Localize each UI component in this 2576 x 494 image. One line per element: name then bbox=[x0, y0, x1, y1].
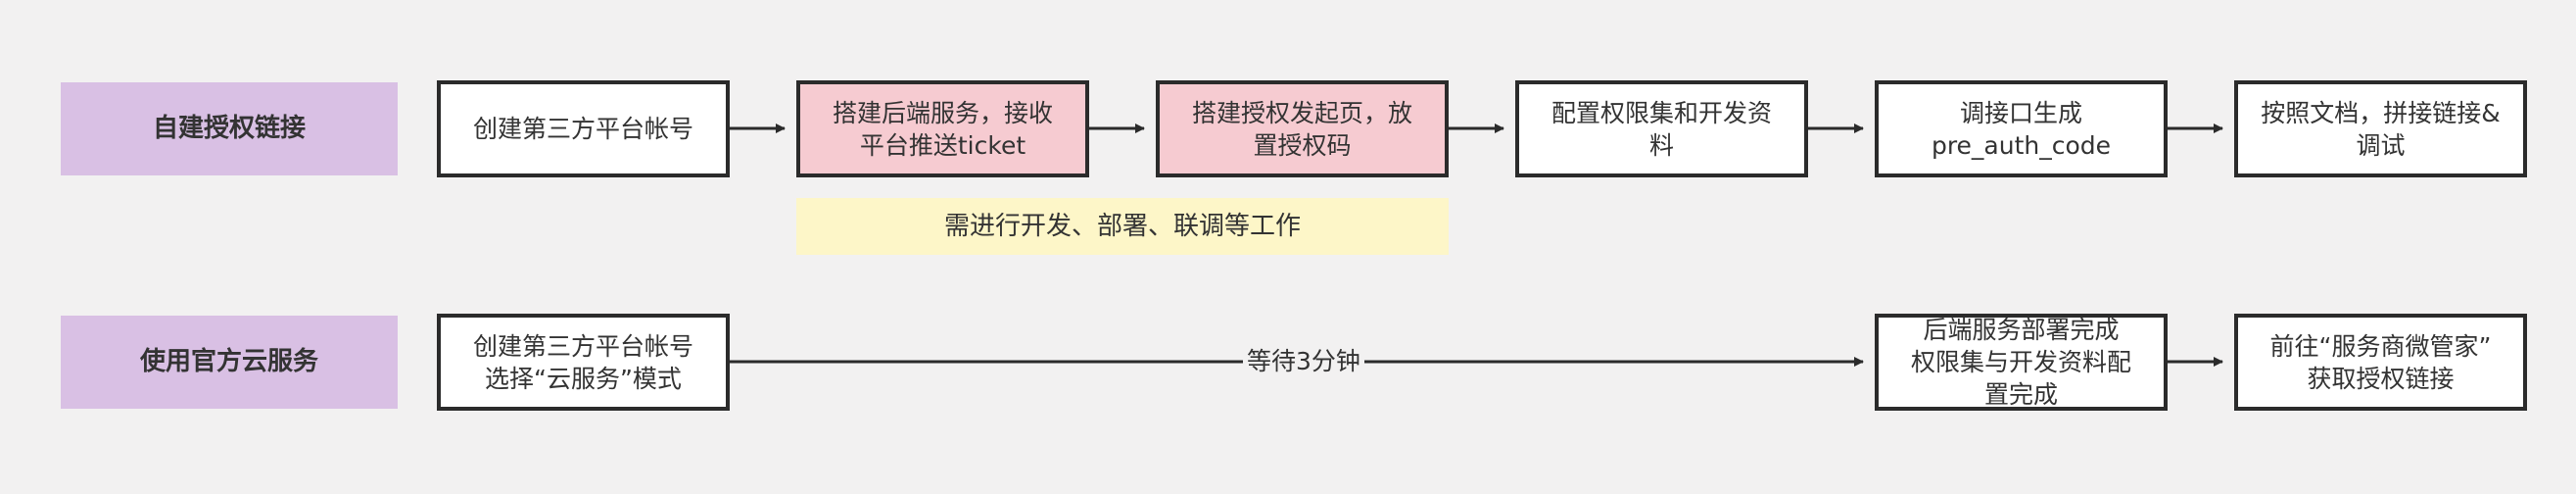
lane-cloud-service: 使用官方云服务 bbox=[61, 316, 398, 409]
step-build-backend: 搭建后端服务，接收 平台推送ticket bbox=[796, 80, 1089, 177]
step-config-permissions: 配置权限集和开发资 料 bbox=[1515, 80, 1808, 177]
step-build-link: 按照文档，拼接链接& 调试 bbox=[2234, 80, 2527, 177]
step-deploy-complete: 后端服务部署完成 权限集与开发资料配 置完成 bbox=[1875, 314, 2168, 411]
step-create-account: 创建第三方平台帐号 bbox=[437, 80, 730, 177]
wait-label: 等待3分钟 bbox=[1243, 347, 1364, 376]
step-get-auth-link: 前往“服务商微管家” 获取授权链接 bbox=[2234, 314, 2527, 411]
step-build-auth-page: 搭建授权发起页，放 置授权码 bbox=[1156, 80, 1449, 177]
lane-self-built: 自建授权链接 bbox=[61, 82, 398, 175]
step-pre-auth-code: 调接口生成 pre_auth_code bbox=[1875, 80, 2168, 177]
dev-work-note: 需进行开发、部署、联调等工作 bbox=[796, 198, 1449, 255]
step-create-account-cloud: 创建第三方平台帐号 选择“云服务”模式 bbox=[437, 314, 730, 411]
